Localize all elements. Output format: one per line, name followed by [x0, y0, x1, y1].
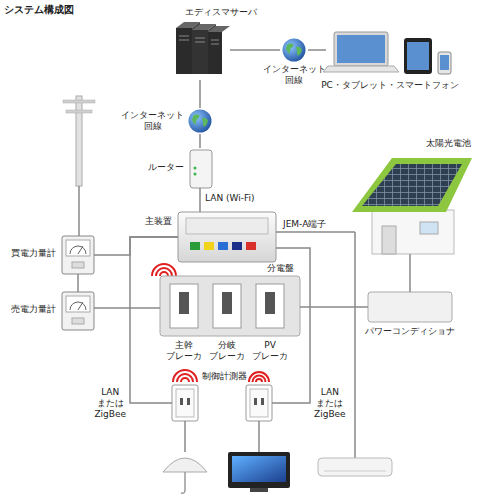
node-label: エディスマサーバ: [185, 7, 257, 18]
node-label: PV ブレーカ: [252, 340, 288, 362]
node-label: インターネット 回線: [263, 64, 326, 86]
connector: [308, 49, 326, 51]
node-label: PC・タブレット・スマートフォン: [321, 80, 459, 91]
lamp: [163, 421, 207, 493]
node-label: 主幹 ブレーカ: [166, 340, 202, 362]
node-label: 買電力量計: [11, 248, 56, 259]
node-label: 主装置: [145, 216, 172, 227]
diagram-node: エディスマサーバ: [172, 4, 230, 80]
connector: [199, 80, 201, 108]
tv: [228, 421, 290, 492]
power-meter: [62, 236, 94, 330]
node-label: 太陽光電池: [426, 138, 471, 149]
node-label: 分電盤: [267, 263, 294, 274]
server-icon: [176, 22, 230, 74]
node-label: パワーコンディショナ: [365, 326, 455, 337]
diagram-node: 主装置: [178, 212, 276, 262]
diagram-node: 分電盤主幹 ブレーカ分岐 ブレーカPV ブレーカ: [160, 276, 300, 336]
diagram-node: ルーター: [190, 148, 212, 188]
connector: [77, 274, 79, 292]
diagram-node: インターネット 回線: [188, 108, 212, 134]
main-unit: [178, 212, 276, 262]
outlet: [172, 385, 272, 421]
distribution-board: [160, 276, 300, 336]
diagram-node: パワーコンディショナ: [368, 292, 452, 322]
utility-pole: [63, 96, 95, 236]
free-label: JEM-A端子: [282, 219, 327, 230]
connector: [230, 49, 280, 51]
globe-icon: [189, 110, 212, 133]
connector: [94, 237, 178, 255]
node-label: インターネット 回線: [121, 110, 184, 132]
diagram-node: 太陽光電池: [350, 136, 475, 254]
diagram-node: PC・タブレット・スマートフォン: [326, 30, 454, 78]
node-label: LAN または ZigBee: [94, 387, 126, 419]
edge-label: LAN (Wi-Fi): [204, 193, 255, 204]
connector: [130, 237, 178, 403]
diagram-node: 分岐 ブレーカ: [213, 284, 241, 328]
power-conditioner: [368, 292, 452, 322]
connector: [409, 254, 411, 292]
node-label: LAN または ZigBee: [314, 387, 346, 419]
diagram-node: 売電力量計: [62, 292, 94, 330]
connector: [94, 307, 160, 309]
diagram-node: LAN または ZigBee: [172, 385, 198, 421]
connector: [199, 188, 201, 212]
solar-house: [352, 158, 472, 254]
diagram-title: システム構成図: [4, 3, 74, 17]
connector: [199, 134, 201, 148]
router-icon: [190, 150, 212, 188]
diagram-node: 主幹 ブレーカ: [170, 284, 198, 328]
node-label: 分岐 ブレーカ: [209, 340, 245, 362]
free-label: 制御計測器: [201, 371, 248, 382]
diagram-node: PV ブレーカ: [256, 284, 284, 328]
device-icons: [323, 32, 451, 74]
node-label: 売電力量計: [11, 304, 56, 315]
diagram-node: 買電力量計: [62, 236, 94, 274]
globe-icon: [283, 39, 306, 62]
diagram-node: インターネット 回線: [280, 36, 308, 94]
node-label: ルーター: [148, 162, 184, 173]
diagram-node: LAN または ZigBee: [246, 385, 272, 421]
